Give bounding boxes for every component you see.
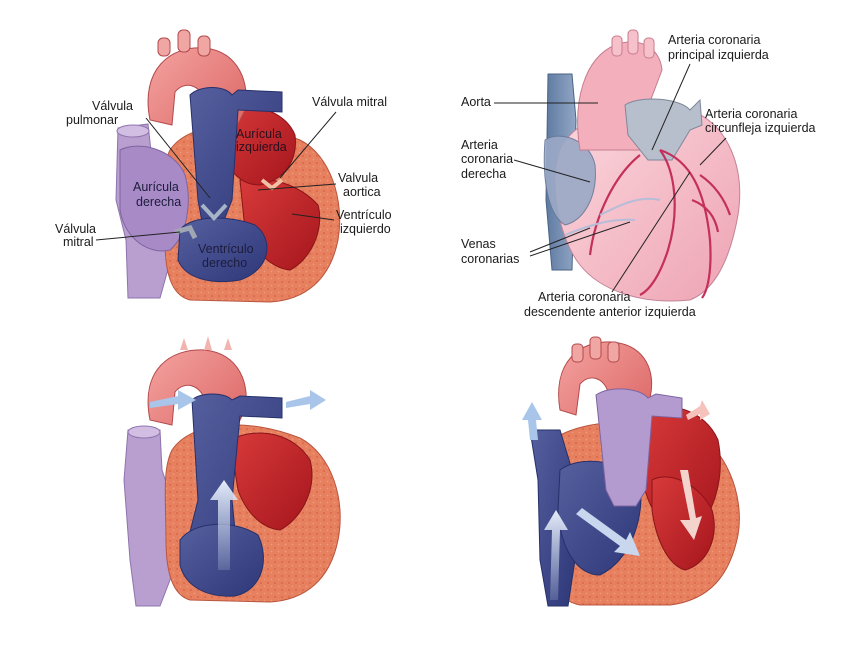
diagram-label: Válvula — [92, 99, 133, 113]
panel-anatomy: Válvula pulmonar Válvula mitral Aurícula… — [55, 30, 392, 302]
panel-right-flow — [124, 336, 340, 606]
diagram-label: coronaria — [461, 152, 513, 166]
diagram-label: Arteria coronaria — [668, 33, 760, 47]
diagram-label: Arteria coronaria — [538, 290, 630, 304]
diagram-label: derecha — [461, 167, 506, 181]
diagram-label: Ventrículo — [198, 242, 254, 256]
diagram-label: coronarias — [461, 252, 519, 266]
diagram-label: izquierdo — [340, 222, 391, 236]
diagram-label: Venas — [461, 237, 496, 251]
diagram-label: Aurícula — [133, 180, 179, 194]
diagram-label: Aorta — [461, 95, 491, 109]
diagram-label: pulmonar — [66, 113, 118, 127]
diagram-label: Válvula — [55, 222, 96, 236]
diagram-label: pulmonar — [66, 113, 118, 127]
diagram-label: circunfleja izquierda — [705, 121, 816, 135]
diagram-label: Arteria coronaria — [705, 107, 797, 121]
diagram-label: mitral — [63, 235, 94, 249]
diagram-label: Arteria — [461, 138, 498, 152]
diagram-label: izquierda — [236, 140, 287, 154]
diagram-label: Aurícula — [236, 127, 282, 141]
diagram-label: Válvula mitral — [312, 95, 387, 109]
diagram-label: Valvula — [338, 171, 378, 185]
panel-left-flow — [522, 337, 739, 606]
diagram-label: derecho — [202, 256, 247, 270]
diagram-label: principal izquierda — [668, 48, 769, 62]
diagram-label: Válvula — [92, 99, 133, 113]
diagram-label: Ventrículo — [336, 208, 392, 222]
diagram-label: descendente anterior izquierda — [524, 305, 696, 319]
diagram-label: derecha — [136, 195, 181, 209]
diagram-label: aortica — [343, 185, 381, 199]
panel-coronary: Aorta Arteria coronaria principal izquie… — [461, 30, 816, 319]
